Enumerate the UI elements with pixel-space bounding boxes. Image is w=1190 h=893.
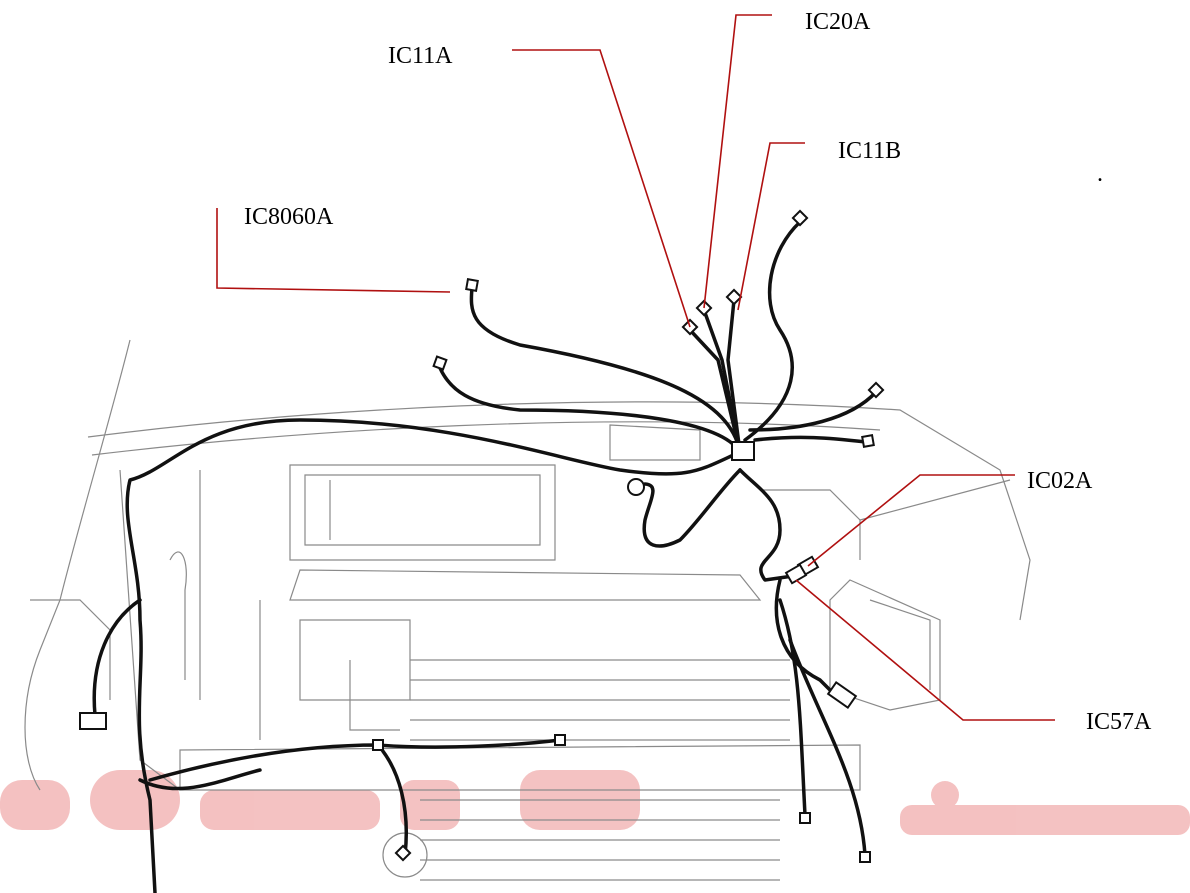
leader-ic11a bbox=[512, 49, 691, 328]
connector-right-1 bbox=[867, 381, 885, 399]
leader-lines bbox=[216, 14, 1055, 721]
leader-ic02a bbox=[807, 474, 1015, 567]
leader-ic20a bbox=[703, 14, 772, 309]
connector-ic11b bbox=[725, 288, 743, 306]
connector-bottom-3 bbox=[394, 844, 412, 862]
connector-bottom-2 bbox=[554, 734, 566, 746]
leader-ic11b bbox=[737, 142, 805, 311]
stray-dot: . bbox=[1097, 161, 1103, 187]
connector-top-right bbox=[791, 209, 809, 227]
vehicle-outline bbox=[24, 339, 1031, 881]
connectors bbox=[79, 209, 885, 863]
label-ic02a: IC02A bbox=[1027, 468, 1093, 494]
connector-right-large bbox=[826, 680, 858, 710]
label-ic20a: IC20A bbox=[805, 9, 871, 35]
label-ic11b: IC11B bbox=[838, 138, 902, 164]
watermark-logo bbox=[0, 770, 1190, 835]
label-ic11a: IC11A bbox=[388, 43, 453, 69]
connector-junction-box bbox=[731, 441, 755, 461]
connector-right-2 bbox=[861, 434, 875, 448]
connector-ic57a bbox=[784, 563, 808, 585]
label-ic57a: IC57A bbox=[1086, 709, 1152, 735]
connector-bottom-5 bbox=[859, 851, 871, 863]
ground-terminal bbox=[627, 478, 645, 496]
connector-left-double bbox=[79, 712, 107, 730]
connector-bottom-1 bbox=[372, 739, 384, 751]
connector-ic8060a bbox=[465, 278, 479, 292]
leader-ic8060a bbox=[216, 208, 451, 293]
leader-ic57a bbox=[795, 579, 1055, 721]
connector-bottom-4 bbox=[799, 812, 811, 824]
label-ic8060a: IC8060A bbox=[244, 204, 334, 230]
connector-left-top bbox=[432, 355, 448, 371]
